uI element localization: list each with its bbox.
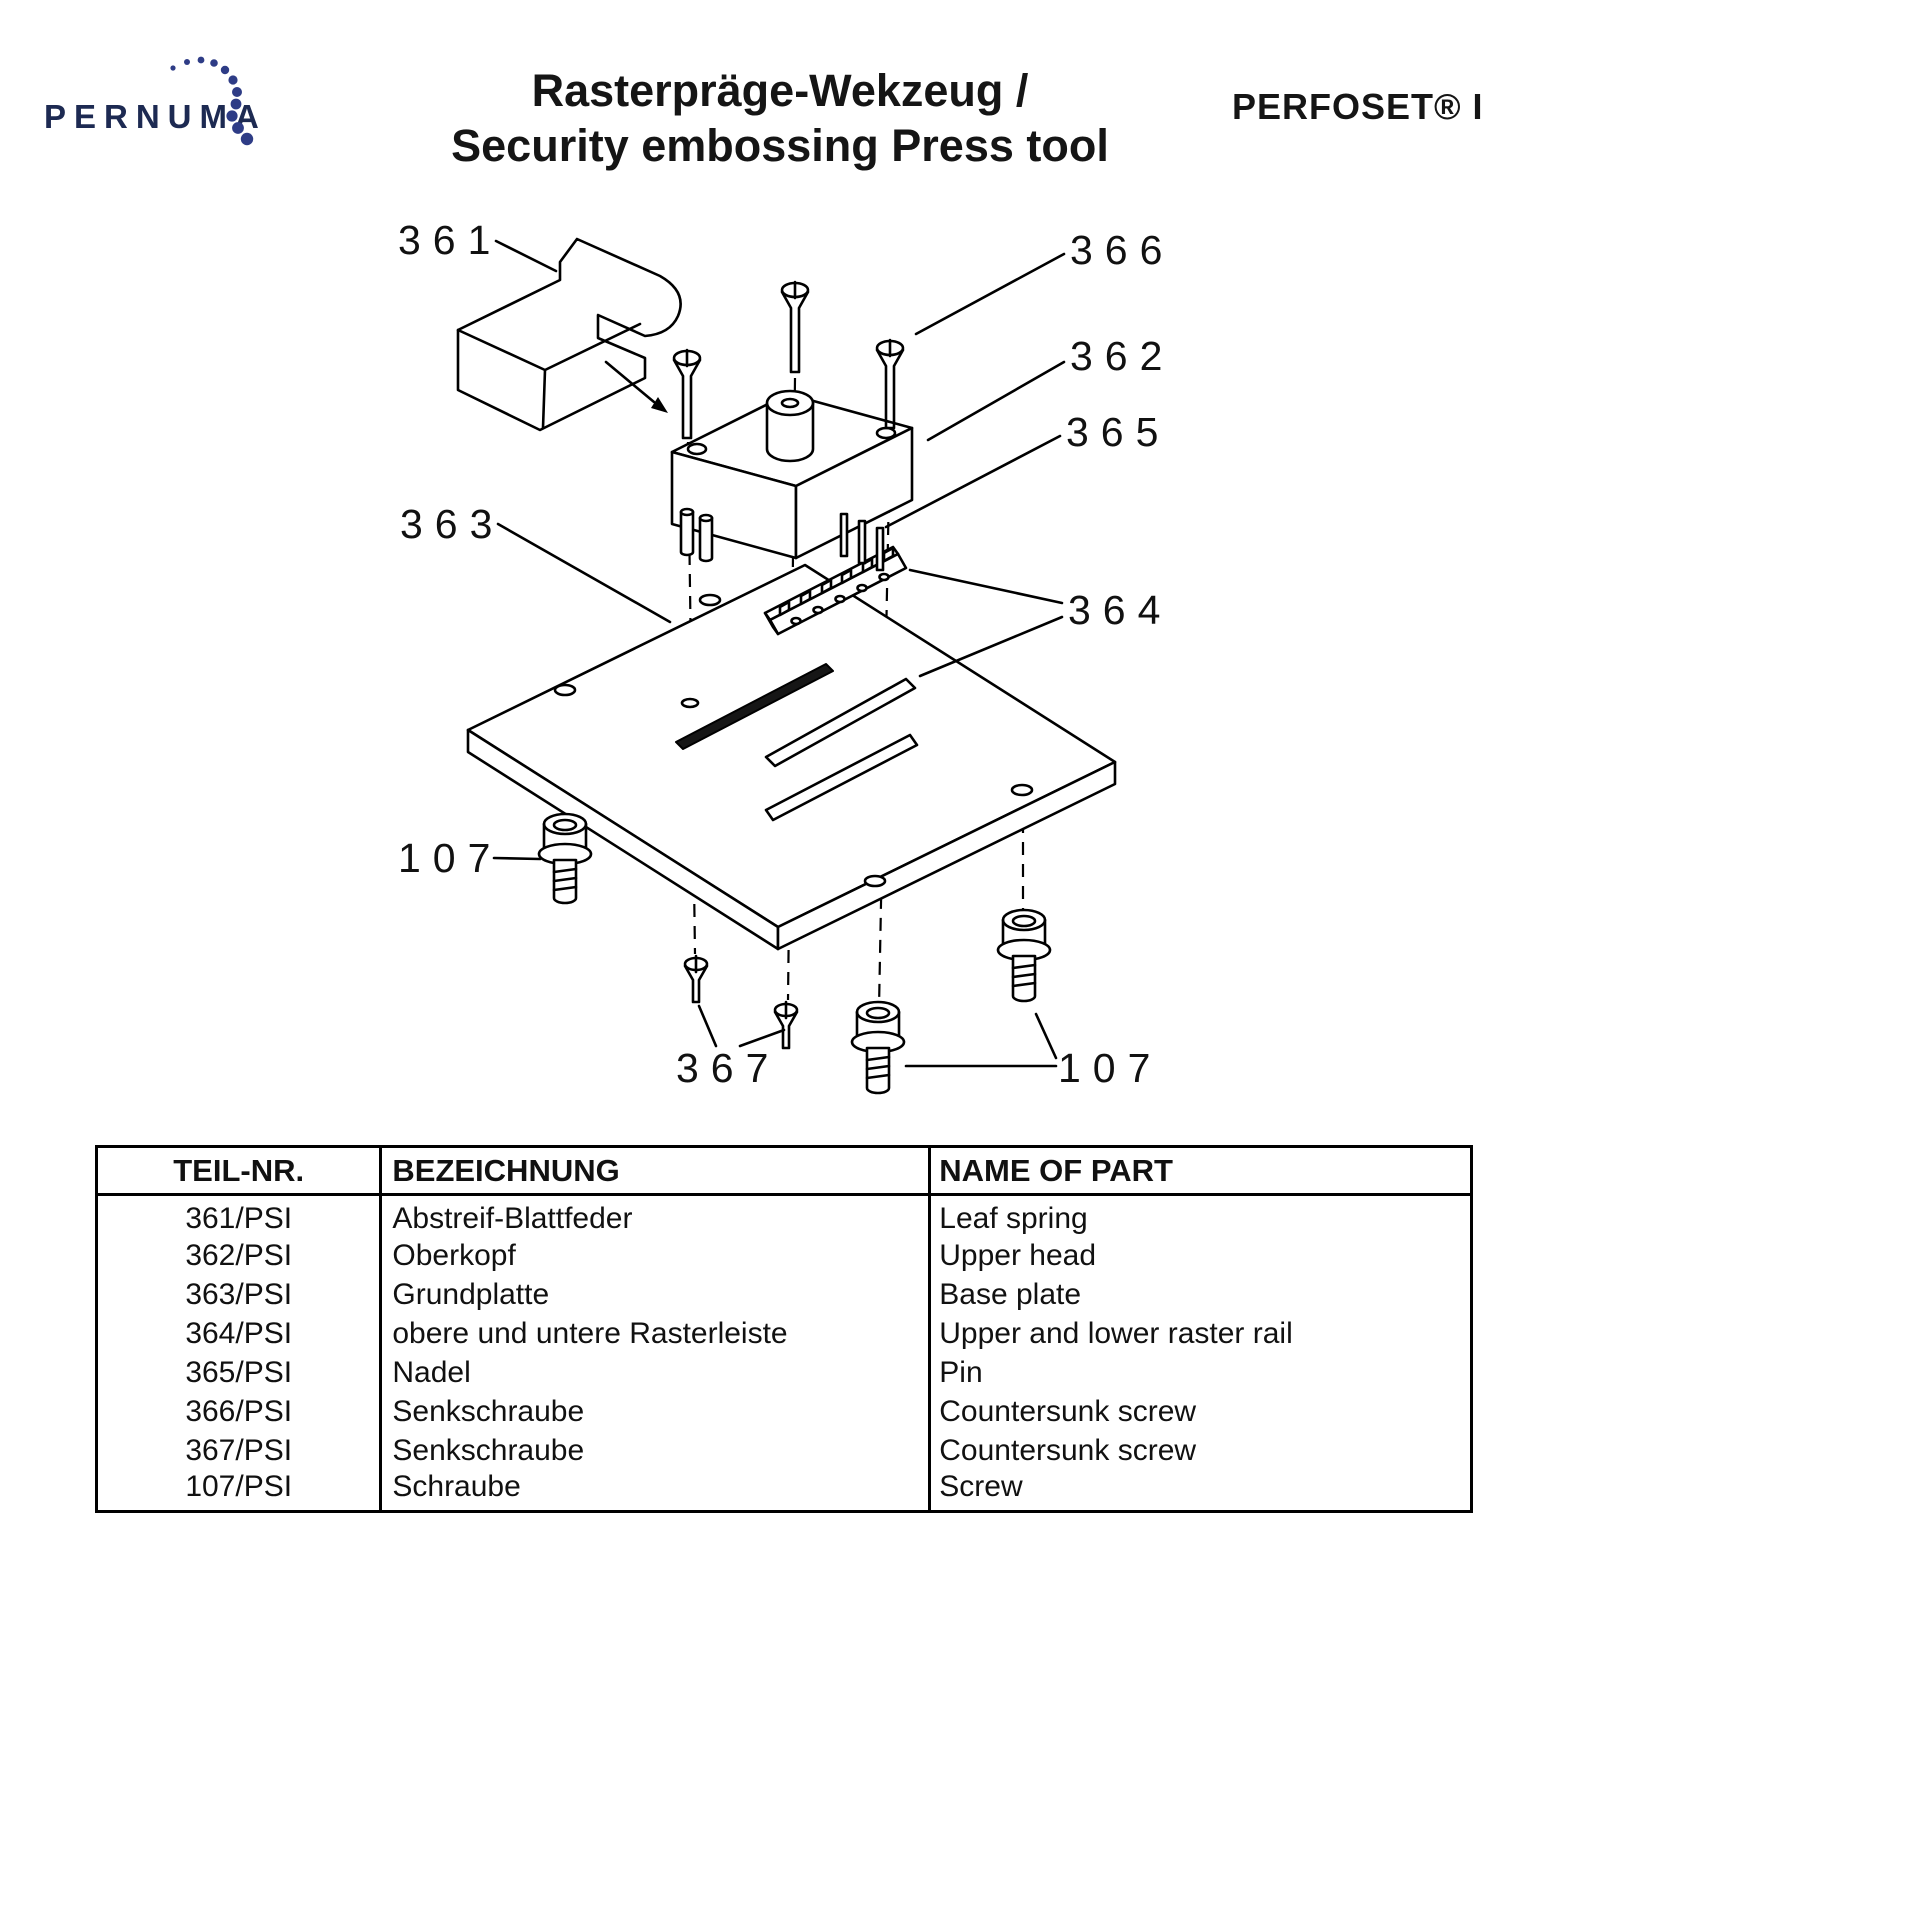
exploded-view-diagram: 361 366 362 365 363 364 107 367 107 (0, 190, 1530, 1145)
part-number: 362/PSI (185, 1238, 293, 1272)
logo-svg: PERNUMA (44, 56, 267, 146)
col-header-bezeichnung: BEZEICHNUNG (379, 1146, 930, 1196)
parts-table: TEIL-NR. BEZEICHNUNG NAME OF PART 361/PS… (95, 1145, 1473, 1513)
part-number: 107/PSI (185, 1470, 293, 1503)
part-name-de: Nadel (379, 1353, 930, 1392)
part-name-en: Upper and lower raster rail (928, 1314, 1472, 1353)
part-name-en: Countersunk screw (928, 1392, 1472, 1431)
table-row: 366/PSI Senkschraube Countersunk screw (97, 1392, 1472, 1431)
part-name-de: obere und untere Rasterleiste (379, 1314, 930, 1353)
callout-361: 361 (398, 217, 502, 263)
part-number: 365/PSI (185, 1355, 293, 1389)
callout-365: 365 (1066, 409, 1170, 455)
table-row: 367/PSI Senkschraube Countersunk screw (97, 1431, 1472, 1470)
callout-366: 366 (1070, 227, 1174, 273)
countersunk-screws-top-drawing (672, 280, 905, 440)
title-line-1: Rasterpräge-Wekzeug / (531, 65, 1029, 116)
diagram-svg: 361 366 362 365 363 364 107 367 107 (398, 217, 1174, 1095)
table-row: 107/PSI Schraube Screw (97, 1470, 1472, 1512)
callout-107-left: 107 (398, 835, 502, 881)
screw-107-right-drawing (996, 908, 1052, 1003)
part-name-en: Base plate (928, 1275, 1472, 1314)
part-name-de: Grundplatte (379, 1275, 930, 1314)
part-name-en: Countersunk screw (928, 1431, 1472, 1470)
logo: PERNUMA (42, 50, 332, 165)
table-row: 364/PSI obere und untere Rasterleiste Up… (97, 1314, 1472, 1353)
part-name-de: Senkschraube (379, 1392, 930, 1431)
callout-labels: 361 366 362 365 363 364 107 367 107 (398, 217, 1174, 1091)
callout-364: 364 (1068, 587, 1172, 633)
countersunk-screws-bottom-drawing (683, 954, 799, 1050)
col-header-name-of-part: NAME OF PART (928, 1146, 1472, 1196)
callout-362: 362 (1070, 333, 1174, 379)
title-line-2: Security embossing Press tool (451, 119, 1109, 171)
part-number: 361/PSI (185, 1202, 293, 1235)
col-header-teil-nr: TEIL-NR. (96, 1146, 381, 1196)
arrow-head (651, 397, 668, 413)
part-number: 367/PSI (185, 1433, 293, 1467)
part-name-de: Oberkopf (379, 1236, 930, 1275)
upper-head-drawing (670, 389, 914, 563)
table-row: 361/PSI Abstreif-Blattfeder Leaf spring (97, 1194, 1472, 1236)
product-name: PERFOSET® I (1232, 86, 1484, 127)
table-header-row: TEIL-NR. BEZEICHNUNG NAME OF PART (96, 1146, 1472, 1196)
part-name-de: Senkschraube (379, 1431, 930, 1470)
page-title: Rasterpräge-Wekzeug / Security embossing… (430, 64, 1130, 174)
table-row: 362/PSI Oberkopf Upper head (97, 1236, 1472, 1275)
part-number: 363/PSI (185, 1277, 293, 1311)
part-name-en: Upper head (928, 1236, 1472, 1275)
part-name-en: Screw (928, 1470, 1472, 1512)
table-row: 365/PSI Nadel Pin (97, 1353, 1472, 1392)
part-name-en: Leaf spring (928, 1194, 1472, 1236)
logo-dots-icon (170, 56, 254, 146)
upper-raster-rail-drawing (763, 545, 908, 636)
screw-107-left-drawing (537, 812, 593, 905)
callout-107-right: 107 (1058, 1045, 1162, 1091)
leader-lines (492, 239, 1066, 1068)
callout-367: 367 (676, 1045, 780, 1091)
part-name-de: Abstreif-Blattfeder (379, 1194, 930, 1236)
screw-107-middle-drawing (850, 1000, 906, 1095)
part-number: 364/PSI (185, 1316, 293, 1350)
lower-raster-rails-drawing (675, 663, 919, 822)
pins-drawing (839, 512, 885, 572)
part-number: 366/PSI (185, 1394, 293, 1428)
table-row: 363/PSI Grundplatte Base plate (97, 1275, 1472, 1314)
logo-wordmark: PERNUMA (44, 98, 267, 135)
part-name-de: Schraube (379, 1470, 930, 1512)
callout-363: 363 (400, 501, 504, 547)
leaf-spring-drawing (456, 237, 682, 432)
part-name-en: Pin (928, 1353, 1472, 1392)
